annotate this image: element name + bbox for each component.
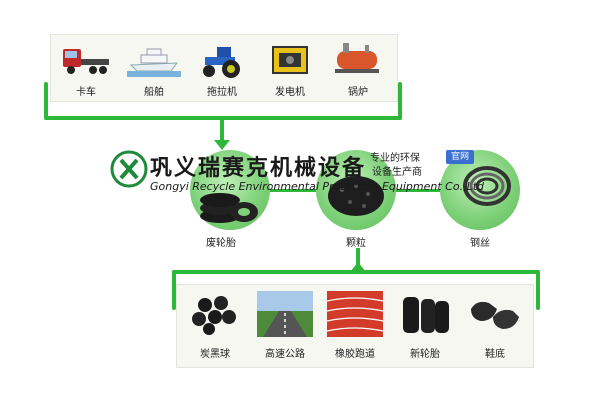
product-boiler: 锅炉 <box>325 35 391 101</box>
product-label: 锅炉 <box>348 87 368 98</box>
product-label: 橡胶跑道 <box>335 349 375 360</box>
steel-wire-icon <box>463 166 511 206</box>
end-products-panel: 炭黑球 高速公路 橡胶跑道 新轮胎 <box>176 284 534 368</box>
generator-icon <box>272 46 308 74</box>
label-granule: 颗粒 <box>346 238 366 249</box>
connector-line <box>396 189 440 192</box>
product-rubber-track: 橡胶跑道 <box>323 291 387 363</box>
company-logo-icon <box>110 150 148 188</box>
rubber-track-icon <box>327 291 383 337</box>
product-generator: 发电机 <box>257 35 323 101</box>
product-new-tire: 新轮胎 <box>393 291 457 363</box>
connector-line <box>536 270 540 310</box>
product-label: 卡车 <box>76 87 96 98</box>
ship-icon <box>127 48 181 77</box>
new-tire-icon <box>403 297 449 333</box>
product-label: 发电机 <box>275 87 305 98</box>
source-products-panel: 卡车 船舶 拖拉机 发电机 <box>50 34 398 102</box>
connector-line <box>270 189 316 192</box>
product-highway: 高速公路 <box>253 291 317 363</box>
company-name-cn: 巩义瑞赛克机械设备 <box>150 155 367 181</box>
shoe-sole-icon <box>471 301 519 329</box>
slogan-line-1: 专业的环保 <box>370 153 420 164</box>
product-label: 新轮胎 <box>410 349 440 360</box>
product-label: 高速公路 <box>265 349 305 360</box>
product-label: 鞋底 <box>485 349 505 360</box>
product-label: 炭黑球 <box>200 349 230 360</box>
product-label: 拖拉机 <box>207 87 237 98</box>
tractor-icon <box>203 47 240 78</box>
product-tractor: 拖拉机 <box>189 35 255 101</box>
connector-line <box>172 270 176 310</box>
connector-line <box>172 270 540 274</box>
product-label: 船舶 <box>144 87 164 98</box>
official-site-badge[interactable]: 官网 <box>446 150 474 164</box>
carbon-black-ball-icon <box>192 296 236 335</box>
company-name-en: Gongyi Recycle Environmental Protection … <box>150 180 484 193</box>
connector-line <box>398 82 402 120</box>
arrow-up-icon <box>350 262 366 272</box>
boiler-icon <box>335 43 379 73</box>
label-steel-wire: 钢丝 <box>470 238 490 249</box>
waste-tire-icon <box>200 193 258 223</box>
product-carbon-black-ball: 炭黑球 <box>183 291 247 363</box>
connector-line <box>220 116 224 146</box>
connector-line <box>44 82 48 120</box>
rubber-granule-icon <box>328 176 384 216</box>
slogan-line-2: 设备生产商 <box>372 167 422 178</box>
truck-icon <box>63 49 109 74</box>
highway-icon <box>257 291 313 337</box>
product-shoe-sole: 鞋底 <box>463 291 527 363</box>
arrow-down-icon <box>214 140 230 150</box>
product-truck: 卡车 <box>53 35 119 101</box>
product-ship: 船舶 <box>121 35 187 101</box>
connector-line <box>356 248 360 272</box>
label-waste-tire: 废轮胎 <box>206 238 236 249</box>
